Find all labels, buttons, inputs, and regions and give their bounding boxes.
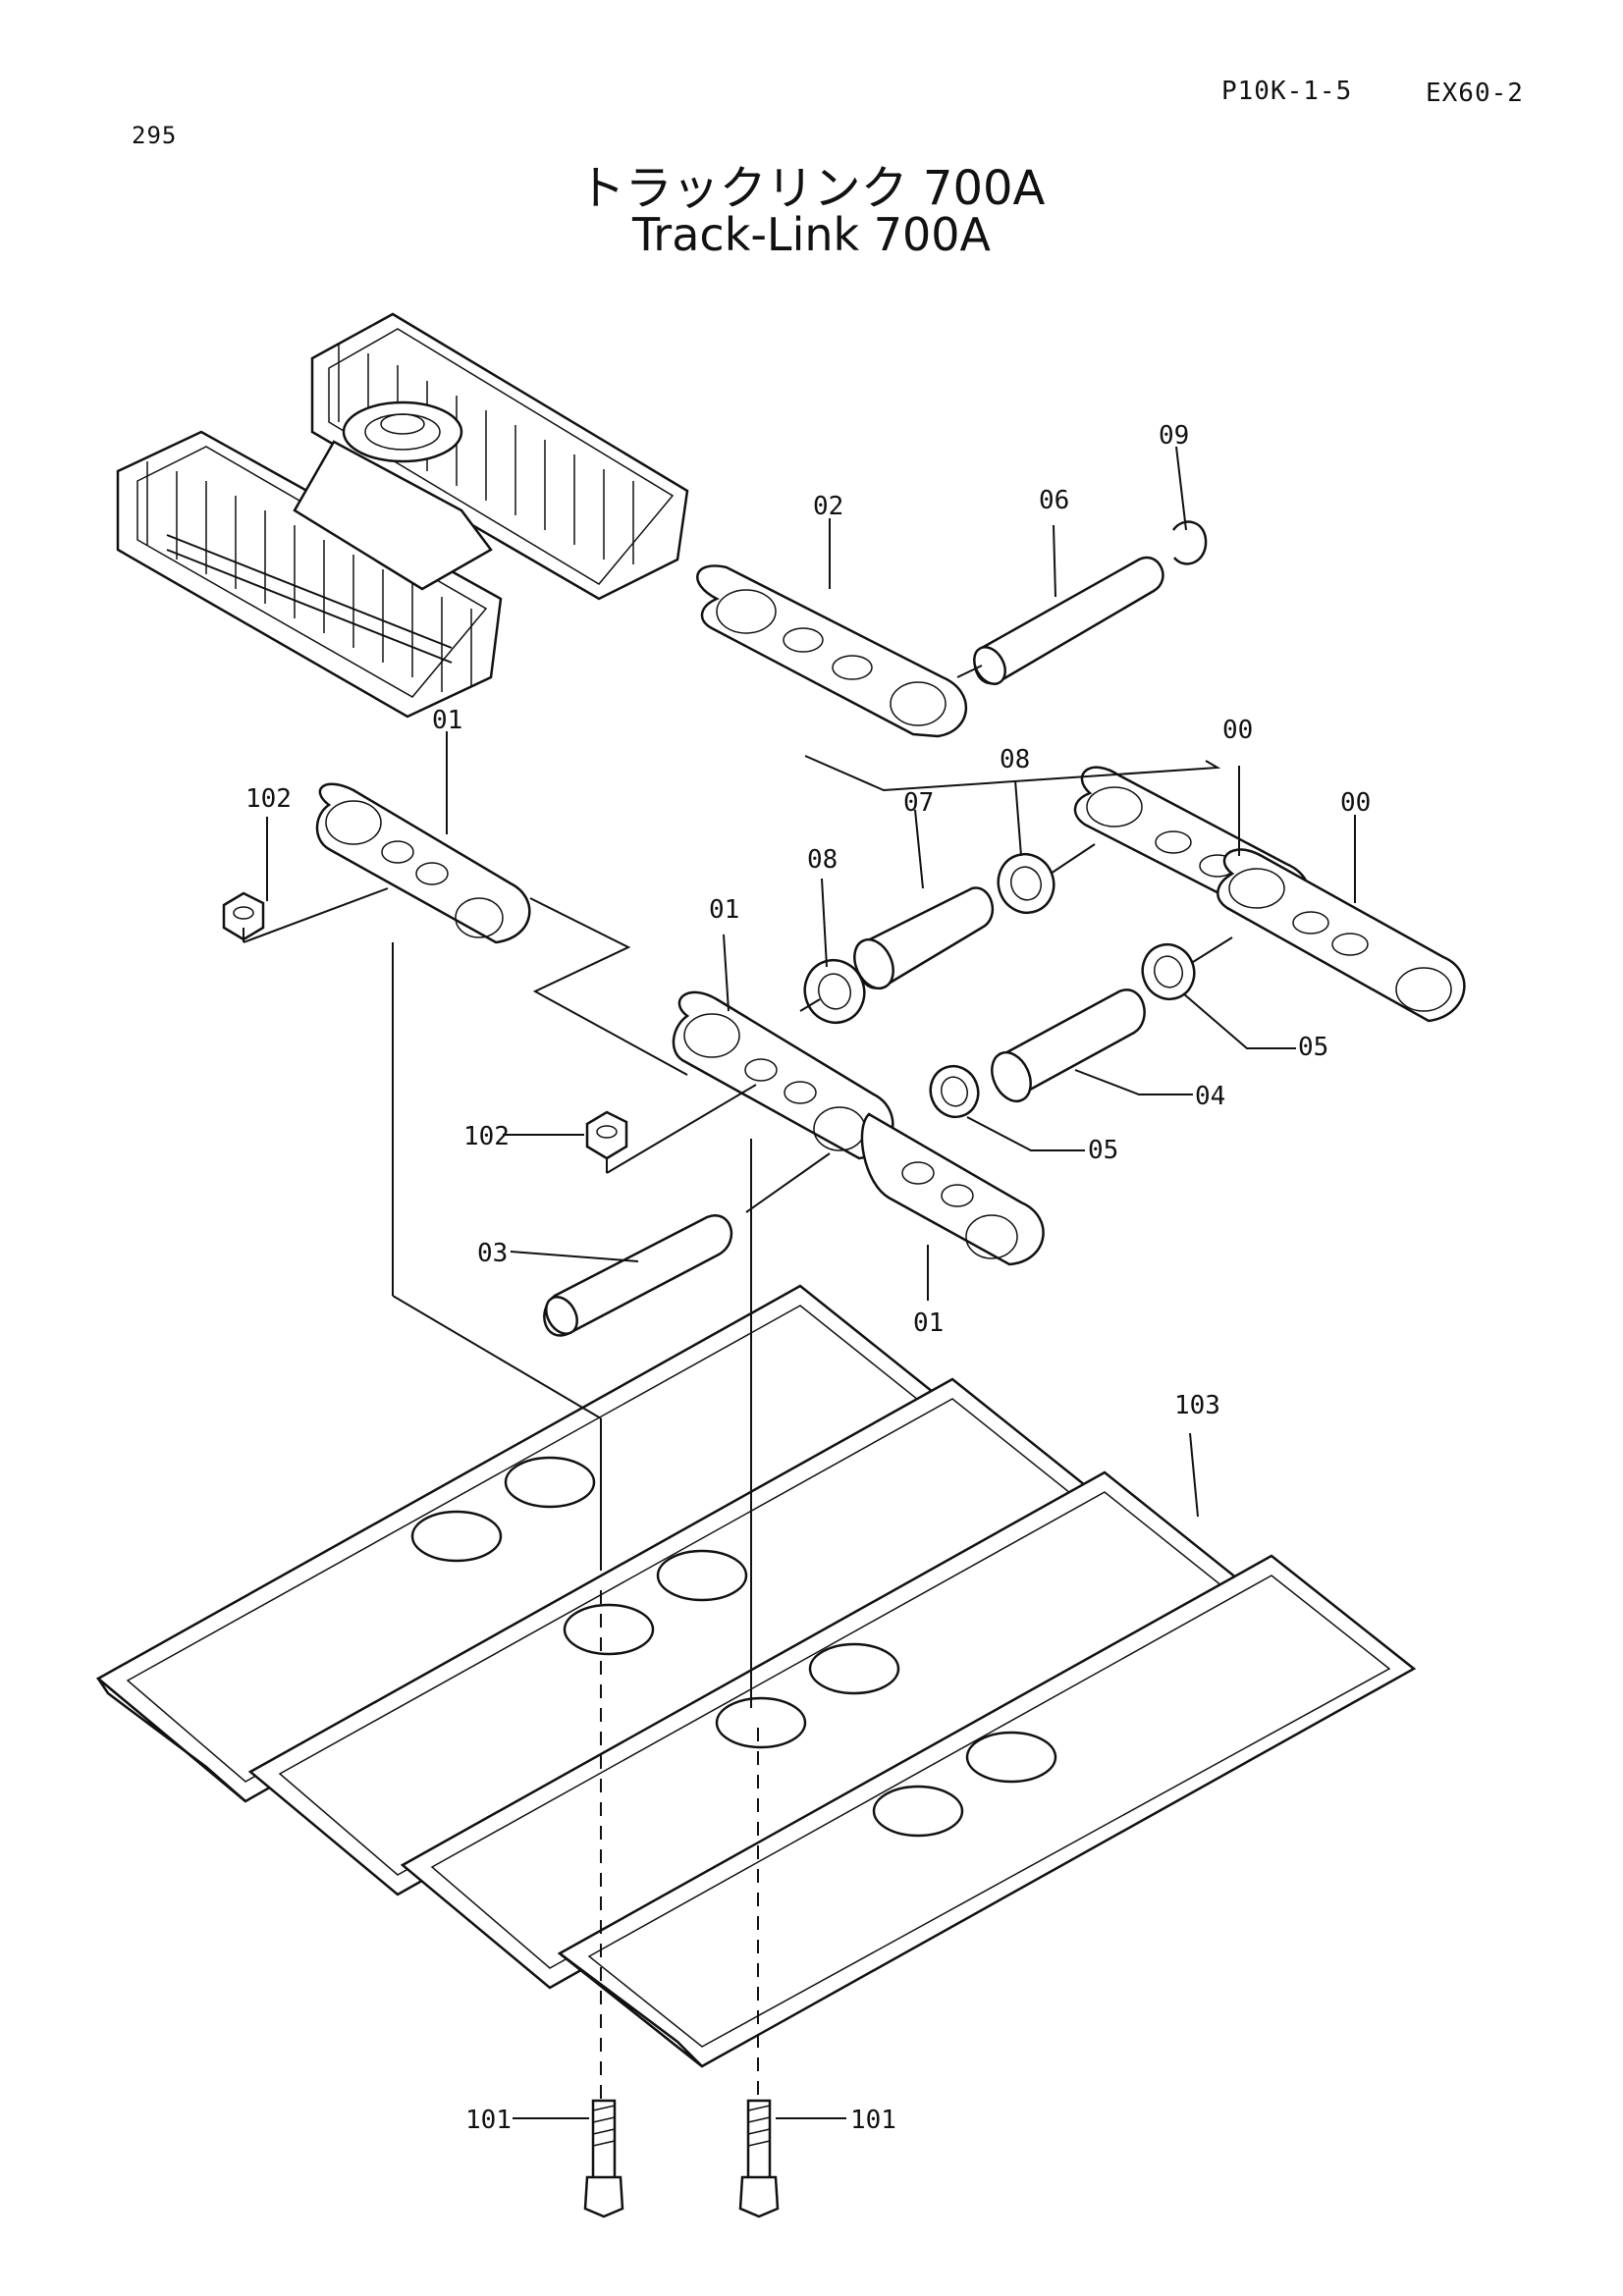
center-frame [293, 400, 493, 591]
callout-06: 06 [1039, 486, 1069, 515]
callout-01-left: 01 [432, 706, 462, 735]
track-link-01-center [672, 990, 894, 1160]
shoe-grouser-pads [410, 1456, 1057, 1838]
track-shoe-103 [95, 1284, 1417, 2068]
assembly-guide-lines [243, 665, 1233, 2101]
bolt-101-left [583, 2099, 624, 2218]
shoe-plate-4 [557, 1554, 1417, 2068]
title-japanese: トラックリンク 700A [577, 161, 1046, 216]
pin-03 [543, 1214, 733, 1337]
callout-02: 02 [813, 492, 843, 521]
bushing-07 [853, 886, 994, 990]
catalog-code: P10K-1-5 [1221, 77, 1353, 106]
bolt-101-right [738, 2099, 780, 2218]
nut-102-left [222, 891, 265, 941]
callout-labels: 09 06 02 01 102 00 00 08 07 08 01 05 04 … [245, 421, 1371, 2135]
nut-102-center [585, 1110, 628, 1160]
callout-05-right: 05 [1298, 1033, 1328, 1062]
retaining-ring-09 [1171, 520, 1208, 565]
model-code: EX60-2 [1426, 79, 1524, 108]
callout-05-lower: 05 [1088, 1136, 1118, 1165]
seal-05-left [929, 1064, 980, 1119]
callout-leaders [266, 446, 1356, 2119]
callout-07: 07 [903, 788, 934, 818]
undercarriage-overview-illustration [116, 312, 689, 719]
callout-04: 04 [1195, 1082, 1225, 1111]
pin-06 [973, 556, 1164, 685]
page-number: 295 [132, 122, 178, 149]
callout-103: 103 [1174, 1391, 1220, 1420]
seal-08-right [997, 852, 1055, 915]
callout-08-right: 08 [1000, 745, 1030, 774]
track-link-02 [696, 564, 968, 738]
track-link-01-bottom [860, 1112, 1045, 1266]
bushing-04 [991, 988, 1146, 1103]
track-link-00-lower [1217, 848, 1466, 1023]
callout-03: 03 [477, 1239, 508, 1268]
callout-01-bottom: 01 [913, 1308, 944, 1338]
track-link-01-left [315, 782, 531, 944]
callout-102-left: 102 [245, 784, 292, 814]
callout-102-center: 102 [463, 1122, 510, 1151]
callout-08-left: 08 [807, 845, 838, 875]
callout-00-upper: 00 [1222, 716, 1253, 745]
callout-09: 09 [1159, 421, 1189, 451]
callout-101-left: 101 [465, 2106, 512, 2135]
crawler-track-left [116, 430, 503, 719]
seal-05-right [1141, 942, 1196, 1001]
callout-00-lower: 00 [1340, 788, 1371, 818]
callout-01-center-top: 01 [709, 895, 739, 925]
title-english: Track-Link 700A [631, 208, 992, 261]
callout-101-right: 101 [850, 2106, 896, 2135]
